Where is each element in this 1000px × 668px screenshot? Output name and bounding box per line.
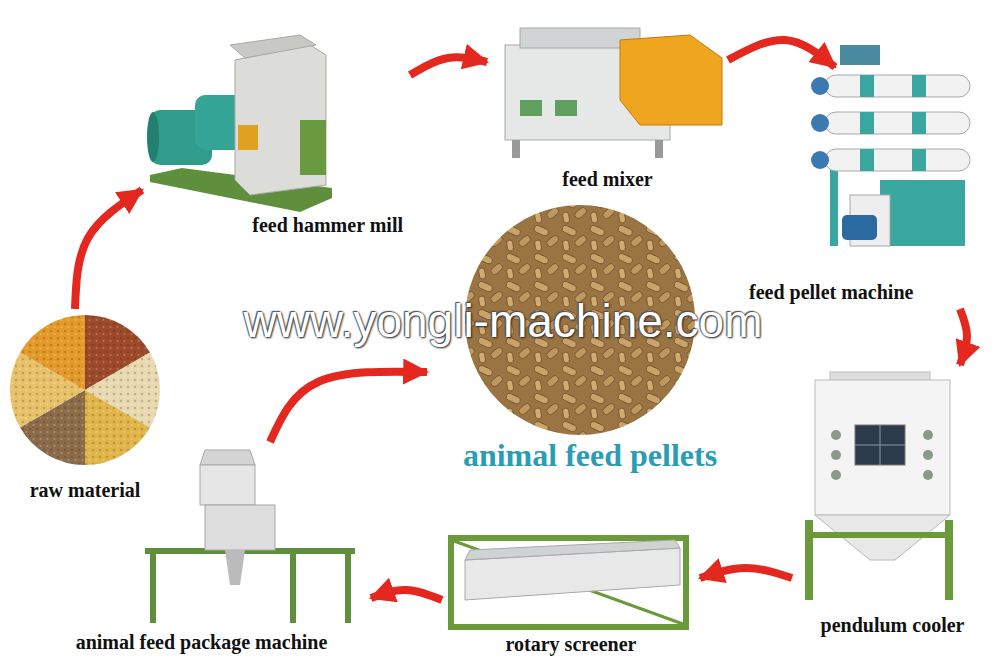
screener-frame [448, 535, 689, 541]
screener-picture [448, 535, 689, 630]
pellet-motor [842, 215, 877, 240]
package-spout [225, 550, 245, 585]
raw-material-picture [10, 315, 160, 465]
machine-node: rotary screener [445, 525, 697, 658]
window-bar [855, 445, 905, 446]
conditioner [825, 75, 970, 97]
pellet-machine-picture [811, 45, 970, 246]
conditioner-band [912, 149, 926, 171]
cooler-port [923, 470, 933, 480]
node-label: feed hammer mill [252, 213, 403, 237]
mill-coupling [238, 125, 258, 150]
conditioner-motor [811, 114, 829, 132]
machine-node: pendulum cooler [795, 368, 990, 639]
machine-node: feed mixer [490, 22, 725, 193]
screener-frame [448, 535, 454, 630]
flow-arrow [700, 568, 792, 578]
node-label: animal feed pellets [463, 436, 717, 474]
machine-node: feed hammer mill [145, 35, 407, 239]
screener-brace [454, 541, 683, 624]
cooler-port [923, 450, 933, 460]
cooler-window [855, 425, 905, 465]
grain-texture [10, 315, 160, 465]
mill-hopper [230, 35, 316, 58]
motor-cap [147, 112, 159, 162]
cooler-port [831, 450, 841, 460]
node-label: rotary screener [506, 632, 637, 656]
conditioner-band [860, 75, 874, 97]
pellet-leg [830, 168, 838, 246]
screener-frame [683, 535, 689, 630]
package-leg [345, 548, 351, 623]
package-leg [150, 548, 156, 623]
package-machine-picture [145, 450, 355, 623]
conditioner [825, 149, 970, 171]
flow-arrow [728, 40, 835, 67]
watermark: www.yongli-machine.com [203, 294, 803, 349]
cooler-port [831, 470, 841, 480]
flow-arrow [75, 190, 142, 309]
package-leg [290, 548, 296, 623]
machine-node: animal feed package machine [35, 445, 368, 656]
mixer-guard [620, 35, 722, 125]
node-label: raw material [30, 478, 141, 502]
screener-lid [465, 540, 680, 560]
pellet-feeder [840, 45, 880, 65]
cooler-picture [805, 372, 953, 600]
conditioner-band [860, 112, 874, 134]
conditioner-motor [811, 77, 829, 95]
machine-node: feed pellet machine [745, 70, 985, 306]
mill-housing [235, 45, 326, 195]
cooler-port [923, 430, 933, 440]
cooler-port [831, 430, 841, 440]
flow-arrow [270, 372, 427, 442]
hammer-mill-picture [147, 35, 332, 212]
mixer-leg [655, 140, 663, 158]
raw-material-node: raw material [8, 312, 162, 504]
cooler-frame [805, 532, 953, 538]
pellet-body [880, 180, 965, 246]
connector-group [75, 40, 967, 600]
mill-panel [300, 120, 326, 175]
mixer-window [520, 100, 542, 116]
mixer-window [555, 100, 577, 116]
conditioner-motor [811, 151, 829, 169]
cooler-body [815, 380, 950, 515]
conditioner-band [860, 149, 874, 171]
flow-arrow [371, 590, 442, 600]
flow-arrow [410, 57, 487, 75]
screener-frame [448, 624, 689, 630]
mixer-leg [512, 140, 520, 158]
node-label: pendulum cooler [821, 613, 965, 637]
package-hopper [200, 450, 255, 465]
flow-arrow [960, 309, 967, 365]
package-scale [205, 505, 275, 550]
node-label: feed pellet machine [749, 280, 913, 304]
package-bin [200, 465, 255, 505]
conditioner-band [912, 112, 926, 134]
node-label: animal feed package machine [76, 630, 328, 654]
conditioner [825, 112, 970, 134]
conditioner-band [912, 75, 926, 97]
node-label: feed mixer [562, 167, 653, 191]
mixer-picture [505, 28, 722, 158]
